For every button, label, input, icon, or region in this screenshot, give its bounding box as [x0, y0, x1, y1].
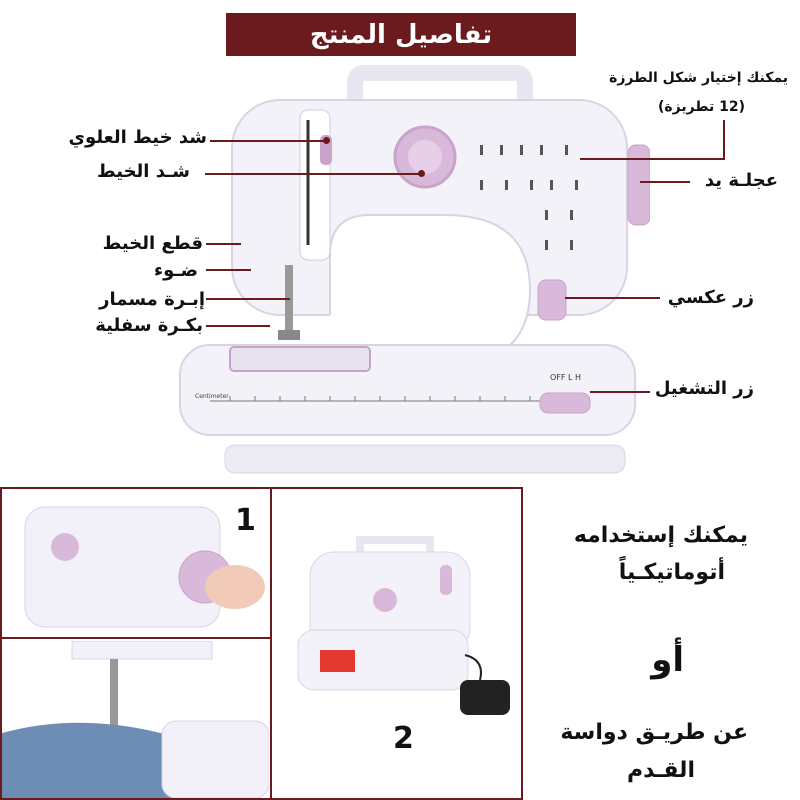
label-light: ضـوء: [153, 260, 198, 281]
leader-dot: [418, 170, 425, 177]
step-number-1: 1: [235, 503, 256, 538]
label-pattern-select-line1: يمكنك إختيار شكل الطرزة: [609, 70, 788, 86]
label-needle: إبـرة مسمار: [99, 289, 205, 310]
usage-frame: [0, 487, 523, 800]
photo-hand-wheel: [10, 492, 265, 632]
step-number-2: 2: [393, 721, 414, 756]
ruler-label: Centimeter: [195, 393, 229, 400]
leader-line: [206, 243, 241, 245]
switch-text: OFF L H: [550, 373, 581, 382]
sewing-machine-illustration: OFF L H Centimeter: [179, 65, 650, 474]
usage-line2: أتوماتيكـياً: [618, 560, 725, 585]
label-reverse-button: زر عكسي: [667, 287, 754, 308]
leader-line: [206, 325, 270, 327]
leader-line: [723, 120, 725, 160]
leader-dot: [323, 137, 330, 144]
usage-line4: القـدم: [627, 758, 695, 783]
leader-line: [580, 158, 725, 160]
label-power-button: زر التشغيل: [654, 378, 754, 399]
frame-divider: [270, 487, 272, 800]
usage-or: أو: [651, 640, 684, 680]
label-bobbin: بكـرة سفلية: [95, 315, 203, 336]
photo-machine-pedal: [290, 530, 515, 730]
frame-divider: [0, 637, 272, 639]
label-thread-tension: شـد الخيط: [96, 161, 190, 182]
leader-line: [565, 297, 660, 299]
leader-line: [640, 181, 690, 183]
label-upper-thread-tension: شد خيط العلوي: [68, 127, 207, 148]
label-pattern-select-line2: (12 تطريزة): [658, 99, 745, 115]
leader-line: [206, 298, 290, 300]
leader-line: [205, 173, 422, 175]
usage-line1: يمكنك إستخدامه: [573, 523, 748, 548]
title-banner: تفاصيل المنتج: [226, 13, 576, 56]
leader-line: [206, 269, 251, 271]
leader-line: [210, 140, 327, 142]
label-thread-cutter: قطع الخيط: [102, 233, 203, 254]
usage-line3: عن طريـق دواسة: [560, 720, 748, 745]
label-hand-wheel: عجلـة يد: [704, 170, 778, 191]
photo-fabric-needle: [2, 641, 269, 798]
page-title: تفاصيل المنتج: [309, 19, 493, 50]
leader-line: [590, 391, 650, 393]
